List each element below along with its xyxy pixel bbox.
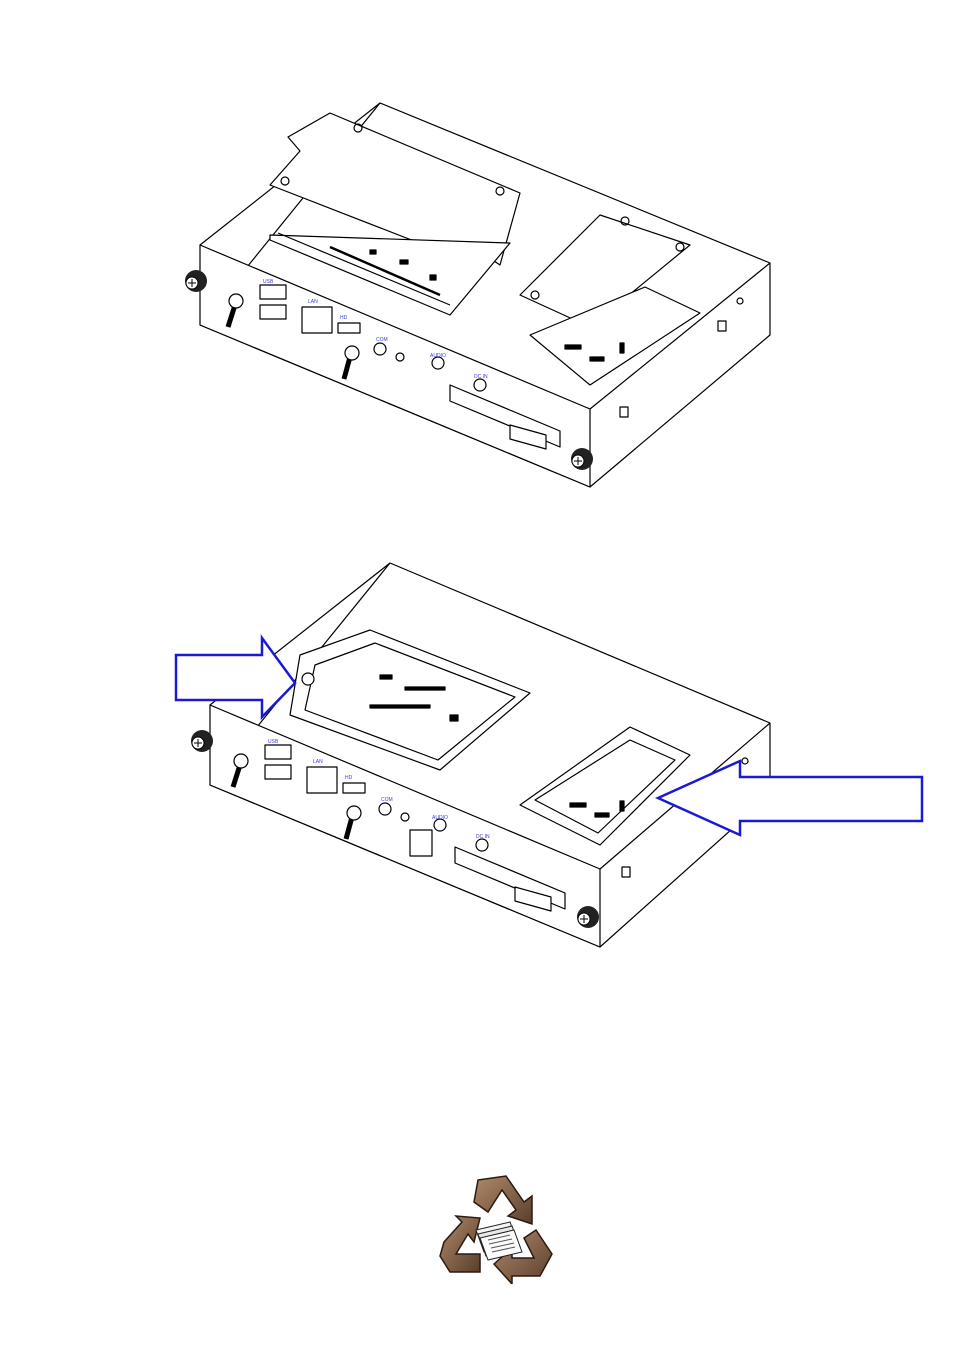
device-drawing-covers-removed: USB LAN HD COM AUDIO DC IN bbox=[170, 555, 930, 955]
port-label-dc-in: DC IN bbox=[476, 834, 490, 840]
screw-icon bbox=[191, 730, 213, 752]
port-label-com: COM bbox=[376, 337, 388, 343]
screw-icon bbox=[571, 448, 593, 470]
port-label-lan: LAN bbox=[313, 759, 323, 765]
port-label-hdmi: HD bbox=[345, 775, 353, 781]
device-drawing-covers-installed: USB LAN HD COM AUDIO DC IN bbox=[180, 95, 780, 495]
screw-icon bbox=[185, 270, 207, 292]
port-label-audio: AUDIO bbox=[430, 353, 446, 359]
port-label-audio: AUDIO bbox=[432, 815, 448, 821]
screw-icon bbox=[577, 906, 599, 928]
port-label-usb: USB bbox=[263, 279, 274, 285]
port-label-com: COM bbox=[381, 797, 393, 803]
port-label-dc-in: DC IN bbox=[474, 374, 488, 380]
port-label-usb: USB bbox=[268, 739, 279, 745]
port-label-lan: LAN bbox=[308, 299, 318, 305]
port-label-hdmi: HD bbox=[340, 315, 348, 321]
recycle-icon bbox=[436, 1172, 556, 1284]
